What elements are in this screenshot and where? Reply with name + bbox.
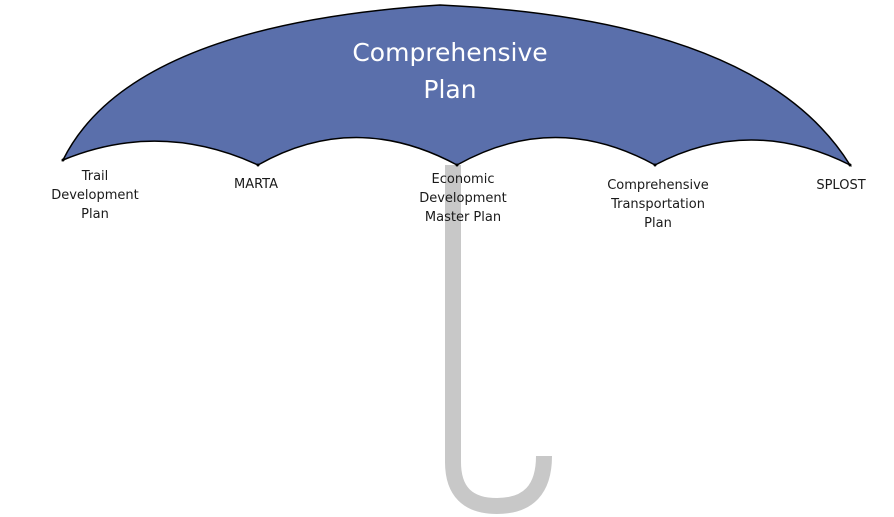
- umbrella-canopy: [61, 4, 853, 167]
- plan-label-marta: MARTA: [196, 175, 316, 194]
- rib-tip: [848, 163, 852, 167]
- plan-label-splost: SPLOST: [796, 176, 886, 195]
- rib-tip: [256, 163, 260, 167]
- plan-label-line: Comprehensive: [607, 178, 709, 193]
- plan-label-line: Development: [51, 188, 139, 203]
- plan-label-line: Economic: [431, 172, 495, 187]
- plan-label-trail-development: Trail Development Plan: [30, 167, 160, 224]
- canopy-title-line: Plan: [423, 75, 477, 104]
- plan-label-line: Development: [419, 191, 507, 206]
- plan-label-line: Transportation: [611, 197, 705, 212]
- plan-label-line: Plan: [81, 207, 109, 222]
- plan-label-line: Master Plan: [424, 210, 502, 225]
- umbrella-handle: [445, 165, 552, 515]
- rib-tip: [455, 163, 459, 167]
- plan-label-line: SPLOST: [816, 178, 866, 193]
- canopy-title: Comprehensive Plan: [300, 34, 600, 108]
- plan-label-comprehensive-transportation: Comprehensive Transportation Plan: [578, 176, 738, 233]
- plan-label-line: Trail: [81, 169, 109, 184]
- rib-tip: [653, 163, 657, 167]
- canopy-title-line: Comprehensive: [352, 38, 548, 67]
- rib-tip: [61, 158, 65, 162]
- plan-label-economic-development: Economic Development Master Plan: [388, 170, 538, 227]
- plan-label-line: MARTA: [233, 177, 279, 192]
- plan-label-line: Plan: [644, 216, 672, 231]
